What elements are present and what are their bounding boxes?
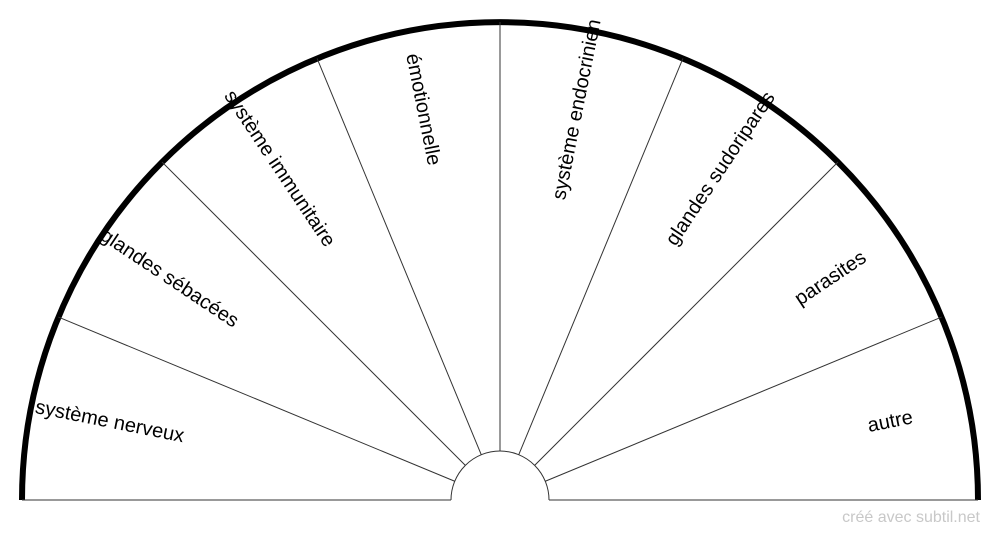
sector-label: autre xyxy=(866,406,915,436)
sector-label: glandes sébacées xyxy=(96,224,242,332)
sector-dividers xyxy=(58,22,942,482)
sector-divider xyxy=(316,58,482,455)
hub-arc xyxy=(450,450,550,501)
credit-text: créé avec subtil.net xyxy=(842,509,980,526)
sector-divider xyxy=(545,316,942,482)
sector-divider xyxy=(161,161,466,466)
sector-label: système nerveux xyxy=(33,396,186,447)
sector-divider xyxy=(534,161,839,466)
sector-label: émotionnelle xyxy=(401,52,445,168)
sector-label: système immunitaire xyxy=(219,86,339,251)
sector-divider xyxy=(58,316,455,482)
sector-divider xyxy=(518,58,684,455)
sector-label: glandes sudoripares xyxy=(661,88,779,250)
sector-label: système endocrinien xyxy=(548,17,605,201)
sector-label: parasites xyxy=(791,247,871,310)
